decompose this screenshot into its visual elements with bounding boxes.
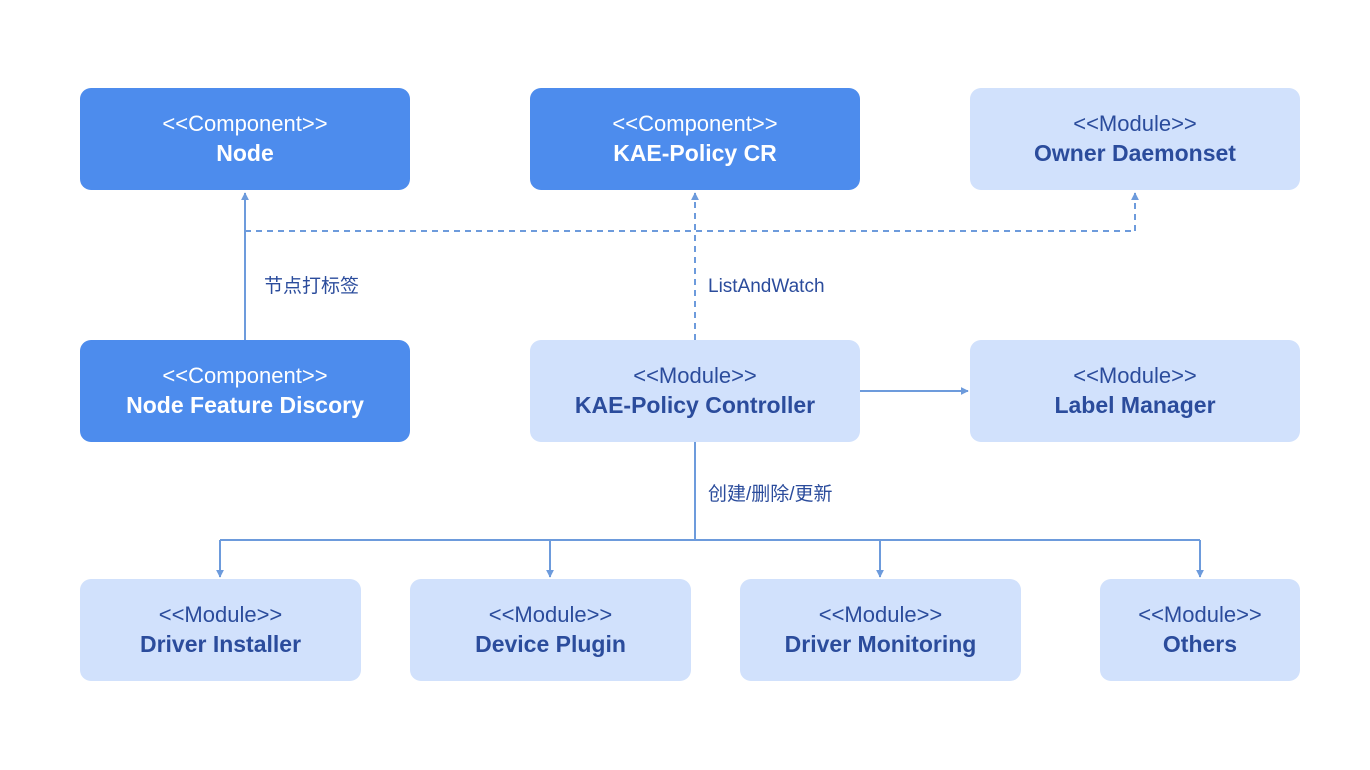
label-manager-stereotype: <<Module>> [1073, 363, 1197, 388]
node-feature-discovery-stereotype: <<Component>> [162, 363, 328, 388]
kae-policy-cr-box[interactable]: <<Component>> KAE-Policy CR [530, 88, 860, 190]
device-plugin-box[interactable]: <<Module>> Device Plugin [410, 579, 691, 681]
node-name: Node [216, 140, 274, 166]
node-feature-discovery-name: Node Feature Discory [126, 392, 364, 418]
node-component-box[interactable]: <<Component>> Node [80, 88, 410, 190]
node-stereotype: <<Component>> [162, 111, 328, 136]
driver-monitoring-box[interactable]: <<Module>> Driver Monitoring [740, 579, 1021, 681]
driver-installer-box[interactable]: <<Module>> Driver Installer [80, 579, 361, 681]
driver-monitoring-stereotype: <<Module>> [818, 602, 943, 627]
edge-label-list-and-watch: ListAndWatch [708, 276, 825, 297]
kae-policy-cr-stereotype: <<Component>> [612, 111, 778, 136]
label-manager-box[interactable]: <<Module>> Label Manager [970, 340, 1300, 442]
kae-policy-controller-stereotype: <<Module>> [633, 363, 757, 388]
kae-policy-controller-name: KAE-Policy Controller [574, 392, 816, 418]
label-manager-name: Label Manager [1054, 392, 1216, 418]
owner-daemonset-box[interactable]: <<Module>> Owner Daemonset [970, 88, 1300, 190]
owner-daemonset-name: Owner Daemonset [1034, 140, 1236, 166]
driver-monitoring-name: Driver Monitoring [784, 631, 977, 657]
edge-label-node-labeling: 节点打标签 [264, 276, 360, 297]
kae-policy-controller-box[interactable]: <<Module>> KAE-Policy Controller [530, 340, 860, 442]
driver-installer-stereotype: <<Module>> [158, 602, 283, 627]
edge-label-create-delete-update: 创建/删除/更新 [708, 484, 833, 505]
owner-daemonset-stereotype: <<Module>> [1073, 111, 1197, 136]
node-feature-discovery-box[interactable]: <<Component>> Node Feature Discory [80, 340, 410, 442]
others-box[interactable]: <<Module>> Others [1100, 579, 1300, 681]
kae-policy-cr-name: KAE-Policy CR [613, 140, 777, 166]
device-plugin-stereotype: <<Module>> [488, 602, 613, 627]
device-plugin-name: Device Plugin [475, 631, 626, 657]
others-name: Others [1162, 631, 1238, 657]
others-stereotype: <<Module>> [1138, 602, 1262, 627]
driver-installer-name: Driver Installer [139, 631, 302, 657]
